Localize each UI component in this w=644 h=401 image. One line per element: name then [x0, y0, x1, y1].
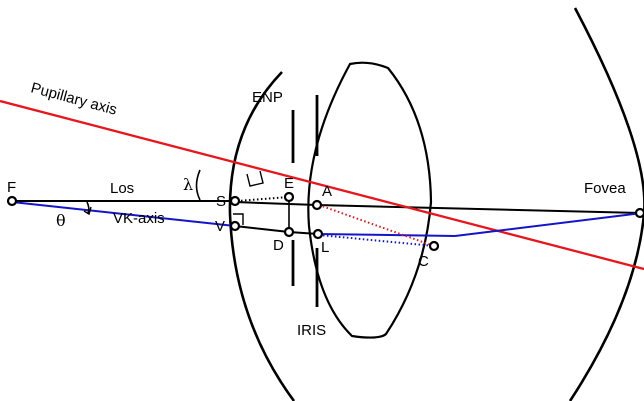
lambda-label: λ	[183, 175, 193, 194]
vk-axis-inner	[317, 233, 456, 237]
theta-label: θ	[56, 211, 66, 230]
dotted-l-c	[318, 234, 435, 247]
point-l-marker	[312, 228, 324, 240]
point-f-marker	[6, 195, 18, 207]
vk-axis-outer	[11, 201, 236, 227]
point-d-marker	[283, 226, 295, 238]
segment-v-d	[234, 225, 290, 233]
point-c-label: C	[418, 253, 429, 270]
cornea-arc	[228, 71, 296, 401]
enp-label: ENP	[252, 89, 283, 106]
point-s-label: S	[216, 193, 226, 210]
segment-s-a	[234, 201, 318, 206]
point-c-marker	[428, 240, 440, 252]
point-s-marker	[229, 195, 241, 207]
point-e-marker	[283, 191, 295, 203]
point-v-marker	[229, 220, 241, 232]
point-d-label: D	[273, 237, 284, 254]
dotted-s-e	[236, 196, 290, 202]
right-angle-marker-vk	[233, 213, 244, 225]
pupillary-axis-line	[0, 99, 644, 271]
point-l-label: L	[321, 239, 329, 256]
theta-angle-arc	[86, 201, 90, 214]
line-of-sight-inner	[316, 204, 643, 214]
vk-axis-label: VK-axis	[113, 210, 165, 227]
lens-outline	[307, 61, 433, 339]
right-angle-marker-pupillary	[246, 170, 264, 187]
iris-label: IRIS	[297, 322, 326, 339]
point-f-label: F	[7, 179, 16, 196]
lambda-angle-arc	[195, 169, 201, 201]
point-e-label: E	[284, 175, 294, 192]
retina-arc	[568, 7, 644, 401]
point-a-label: A	[322, 183, 332, 200]
point-v-label: V	[215, 218, 225, 235]
los-label: Los	[110, 180, 134, 197]
vk-axis-to-fovea	[454, 212, 643, 237]
dotted-a-c	[318, 204, 435, 247]
theta-arrow	[83, 206, 92, 216]
point-fovea-marker	[634, 207, 644, 219]
fovea-label: Fovea	[584, 180, 626, 197]
point-a-marker	[311, 199, 323, 211]
